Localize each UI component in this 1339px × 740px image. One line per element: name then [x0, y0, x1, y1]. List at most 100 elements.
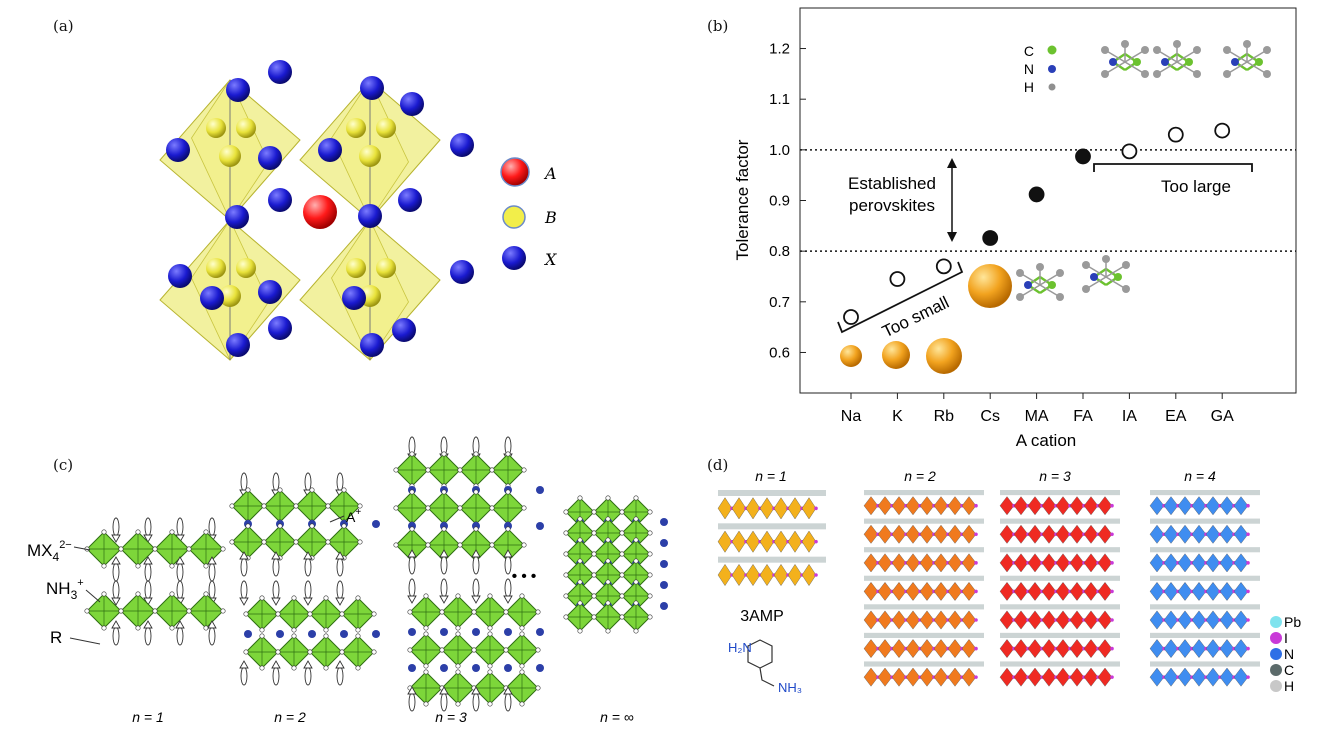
x-tick-label: K — [892, 408, 903, 425]
legend-dot-i — [1270, 632, 1282, 644]
molecule-icon — [1223, 40, 1271, 78]
b-site-atom — [376, 258, 396, 278]
legend-a-sphere — [500, 157, 530, 187]
a-cation — [244, 630, 252, 638]
panel-c-label: (c) — [53, 456, 74, 474]
legend-dot-h — [1270, 680, 1282, 692]
a-cation — [660, 581, 668, 589]
svg-text:H₂N: H₂N — [728, 640, 752, 655]
x-tick-label: Na — [841, 408, 862, 425]
x-site-atom — [225, 205, 249, 229]
a-cation — [372, 630, 380, 638]
y-axis-title: Tolerance factor — [733, 139, 752, 260]
x-site-atom — [318, 138, 342, 162]
octahedron — [159, 219, 301, 361]
legend-dot-c — [1270, 664, 1282, 676]
legend-label-n: N — [1284, 646, 1294, 662]
x-site-atom — [258, 280, 282, 304]
molecule-icon — [1153, 40, 1201, 78]
legend-dot-pb — [1270, 616, 1282, 628]
x-tick-label: Cs — [980, 408, 1000, 425]
a-cation — [308, 630, 316, 638]
y-tick-label: 1.2 — [769, 41, 790, 58]
filled-point-cs — [982, 230, 999, 246]
molecule-icon — [1016, 263, 1064, 301]
molecule-name: 3AMP — [740, 608, 784, 625]
x-tick-label: MA — [1025, 408, 1049, 425]
crystal-block — [863, 490, 984, 687]
x-site-atom — [226, 333, 250, 357]
crystal-block — [717, 490, 826, 587]
x-site-atom — [226, 78, 250, 102]
b-site-atom — [219, 145, 241, 167]
sphere-na — [840, 345, 862, 367]
a-cation — [536, 522, 544, 530]
established-annotation: Established perovskites — [848, 158, 957, 242]
a-cation — [440, 664, 448, 672]
ellipsis: ••• — [512, 568, 541, 585]
too-large-label: Too large — [1161, 177, 1231, 196]
open-point-ga — [1214, 122, 1231, 139]
legend-label-c: C — [1284, 662, 1294, 678]
data-points — [843, 122, 1231, 325]
d-n-label-1: n = 1 — [755, 468, 787, 484]
y-tick-label: 0.9 — [769, 193, 790, 210]
a-cation — [408, 664, 416, 672]
x-axis-title: A cation — [1016, 431, 1077, 450]
b-site-atom — [219, 285, 241, 307]
a-cation — [660, 602, 668, 610]
x-tick-label: IA — [1122, 408, 1137, 425]
x-site-atom — [398, 188, 422, 212]
d-n-label-4: n = 4 — [1184, 468, 1216, 484]
x-site-atom — [360, 333, 384, 357]
a-cation — [660, 539, 668, 547]
established-line1: Established — [848, 174, 936, 193]
crystal-block — [999, 490, 1120, 687]
x-site-atom — [450, 133, 474, 157]
x-tick-label: GA — [1211, 408, 1234, 425]
species-labels: MX42− NH3+ R A+ — [27, 507, 361, 647]
b-site-atom — [376, 118, 396, 138]
label-a-plus: A+ — [346, 507, 361, 525]
a-site-atom — [303, 195, 337, 229]
b-site-atom — [236, 258, 256, 278]
open-point-k — [889, 271, 906, 287]
n-labels: n = 1 n = 2 n = 3 n = ∞ — [132, 709, 634, 725]
x-site-atom — [358, 204, 382, 228]
x-site-atom — [168, 264, 192, 288]
x-site-atom — [268, 316, 292, 340]
molecule-sketches — [1016, 40, 1271, 301]
d-n-label-3: n = 3 — [1039, 468, 1071, 484]
legend-label-h: H — [1284, 678, 1294, 694]
a-cation — [536, 486, 544, 494]
a-cation — [340, 630, 348, 638]
crystal-structures — [717, 490, 1260, 687]
legend-n-dot — [1048, 65, 1056, 73]
a-cation — [660, 560, 668, 568]
legend-a-label: A — [543, 164, 557, 183]
b-site-atom — [346, 118, 366, 138]
y-tick-label: 0.7 — [769, 294, 790, 311]
crystal-block — [1149, 490, 1260, 687]
svg-text:NH₃: NH₃ — [778, 680, 802, 695]
y-axis-ticks: 0.60.70.80.91.01.11.2 — [769, 41, 806, 361]
n-label-2: n = 2 — [274, 709, 306, 725]
legend-c-dot — [1047, 45, 1057, 55]
a-cation — [536, 664, 544, 672]
panel-b-label: (b) — [707, 17, 729, 35]
octahedron — [299, 79, 441, 221]
b-site-atom — [206, 118, 226, 138]
element-legend: C N H — [1024, 43, 1057, 95]
too-large-annotation: Too large — [1093, 163, 1253, 196]
perovskite-structure-figure: A B X — [159, 60, 557, 361]
structure-legend: A B X — [500, 157, 557, 270]
d-n-label-2: n = 2 — [904, 468, 936, 484]
n-label-1: n = 1 — [132, 709, 164, 725]
sphere-cs — [968, 264, 1012, 308]
panel-d-label: (d) — [707, 456, 729, 474]
panel-a-label: (a) — [53, 17, 74, 35]
x-site-atom — [400, 92, 424, 116]
